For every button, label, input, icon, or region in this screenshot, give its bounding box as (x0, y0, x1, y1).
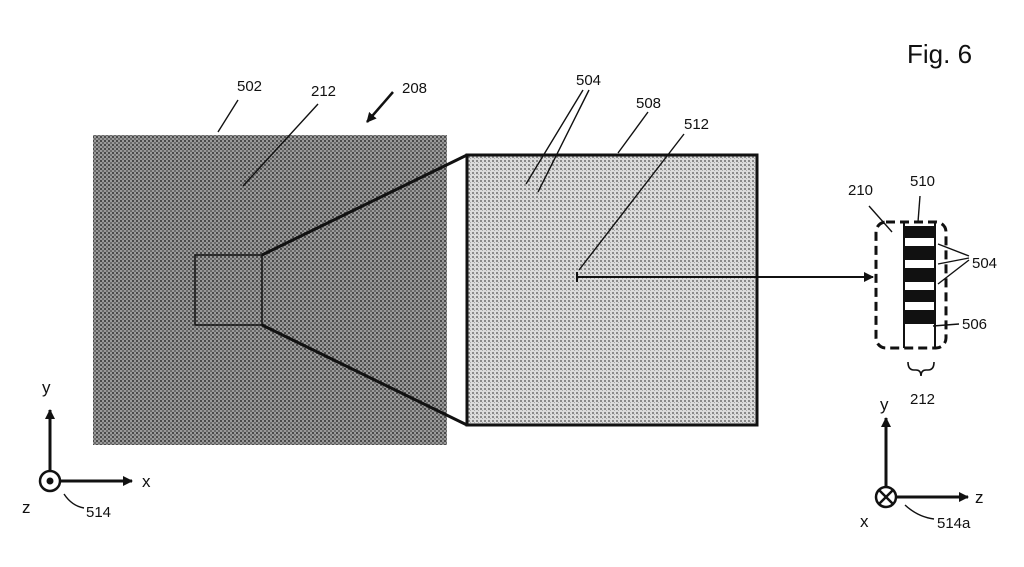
label-208: 208 (402, 80, 427, 97)
zoom-line-bottom (261, 323, 468, 427)
magnified-panel (465, 153, 759, 427)
axis-right-z: z (975, 488, 984, 507)
label-510: 510 (910, 173, 935, 190)
label-504-side: 504 (972, 255, 997, 272)
arrow-208 (366, 91, 394, 123)
label-506: 506 (962, 316, 987, 333)
label-212: 212 (311, 83, 336, 100)
zoom-line-top (261, 153, 468, 257)
detail-region-box (194, 254, 263, 326)
axes-left (38, 409, 133, 493)
label-514a: 514a (937, 515, 971, 532)
axis-right-x: x (860, 512, 869, 531)
label-502: 502 (237, 78, 262, 95)
label-212-brace: 212 (910, 391, 935, 408)
axis-left-y: y (42, 378, 51, 397)
axis-left-z: z (22, 498, 31, 517)
substrate-panel (93, 135, 447, 445)
side-view-element (874, 220, 948, 350)
label-504-top: 504 (576, 72, 601, 89)
brace (907, 361, 935, 377)
label-512: 512 (684, 116, 709, 133)
leader-lines (63, 89, 970, 520)
label-508: 508 (636, 95, 661, 112)
axis-right-y: y (880, 395, 889, 414)
axis-left-x: x (142, 472, 151, 491)
label-210: 210 (848, 182, 873, 199)
axes-right (874, 417, 969, 509)
label-514: 514 (86, 504, 111, 521)
figure-title: Fig. 6 (907, 39, 972, 69)
